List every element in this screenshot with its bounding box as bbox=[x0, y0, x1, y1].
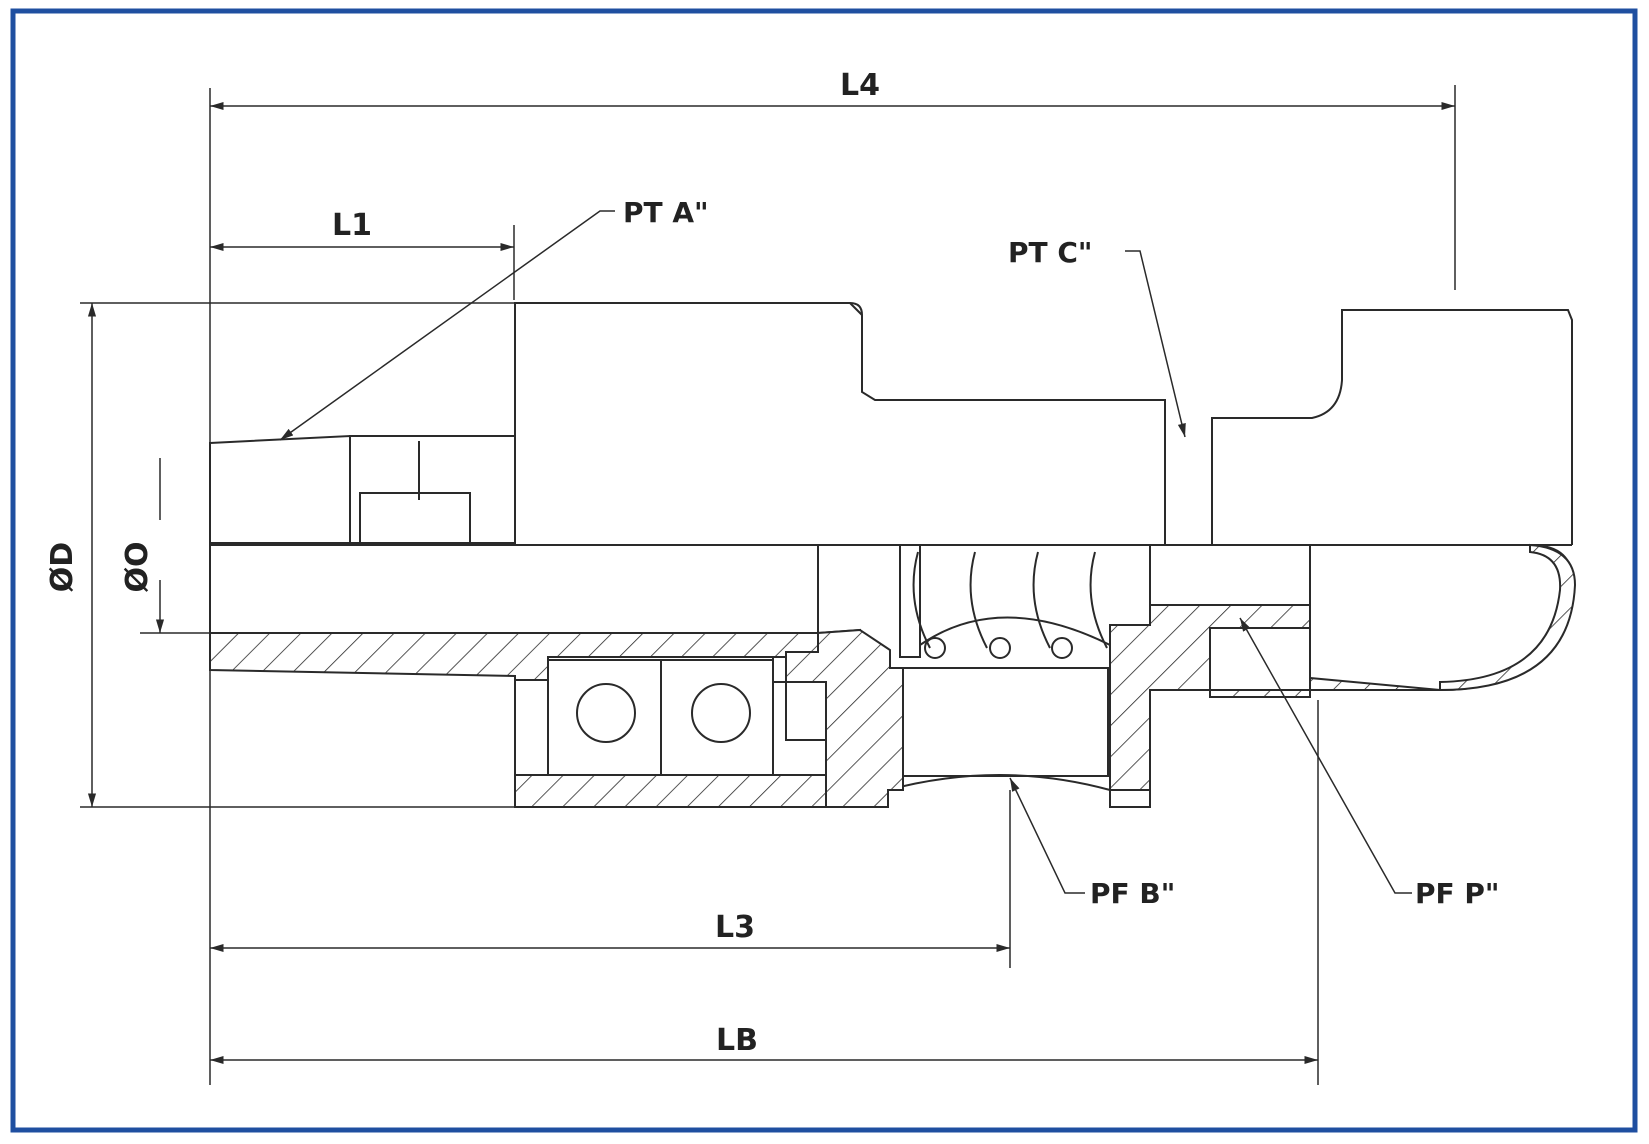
leader-pt-a bbox=[279, 210, 615, 441]
leader-pt-c bbox=[1125, 250, 1186, 438]
elbow-wall-section bbox=[1439, 543, 1577, 692]
bearing-left bbox=[547, 659, 662, 776]
flange-upper bbox=[1211, 309, 1573, 545]
leader-pf-b bbox=[1009, 777, 1085, 894]
label-l1: L1 bbox=[332, 208, 372, 243]
seal-ring bbox=[899, 544, 921, 658]
shaft-wall-section bbox=[209, 628, 861, 681]
leader-pf-p bbox=[1239, 617, 1412, 894]
collar-window bbox=[359, 492, 471, 544]
label-bore: ØO bbox=[120, 541, 155, 592]
flange-section bbox=[1109, 604, 1441, 791]
labels: L4 L1 L3 LB ØD ØO PT A" PT C" PF B" PF P… bbox=[45, 68, 1500, 1058]
bearing-ball-2 bbox=[691, 683, 751, 743]
leader-lines bbox=[279, 210, 1412, 894]
label-od: ØD bbox=[45, 542, 80, 592]
label-pt-a: PT A" bbox=[623, 196, 709, 229]
label-lb: LB bbox=[716, 1023, 758, 1058]
extension-lines bbox=[80, 85, 1456, 1085]
bearing-ball-1 bbox=[576, 683, 636, 743]
spring-cavity bbox=[902, 667, 1109, 777]
dimension-lines bbox=[87, 101, 1455, 1065]
label-l4: L4 bbox=[840, 68, 880, 103]
spacer-ring bbox=[785, 681, 827, 741]
spring bbox=[912, 551, 1111, 659]
label-pf-b: PF B" bbox=[1090, 877, 1175, 910]
bearing-outer-section bbox=[514, 774, 827, 808]
hex-collar bbox=[349, 435, 516, 544]
housing-step bbox=[849, 302, 863, 316]
outlet-elbow bbox=[1335, 544, 1574, 691]
inlet-nose bbox=[209, 434, 351, 544]
shaft-body bbox=[209, 544, 819, 634]
housing-upper bbox=[514, 302, 1166, 545]
label-pt-c: PT C" bbox=[1008, 236, 1093, 269]
label-pf-p: PF P" bbox=[1415, 877, 1500, 910]
label-l3: L3 bbox=[715, 910, 755, 945]
bearing-right bbox=[660, 659, 774, 776]
housing-section bbox=[785, 628, 904, 808]
page-border bbox=[10, 8, 1638, 1133]
section-hatching bbox=[209, 543, 1577, 808]
